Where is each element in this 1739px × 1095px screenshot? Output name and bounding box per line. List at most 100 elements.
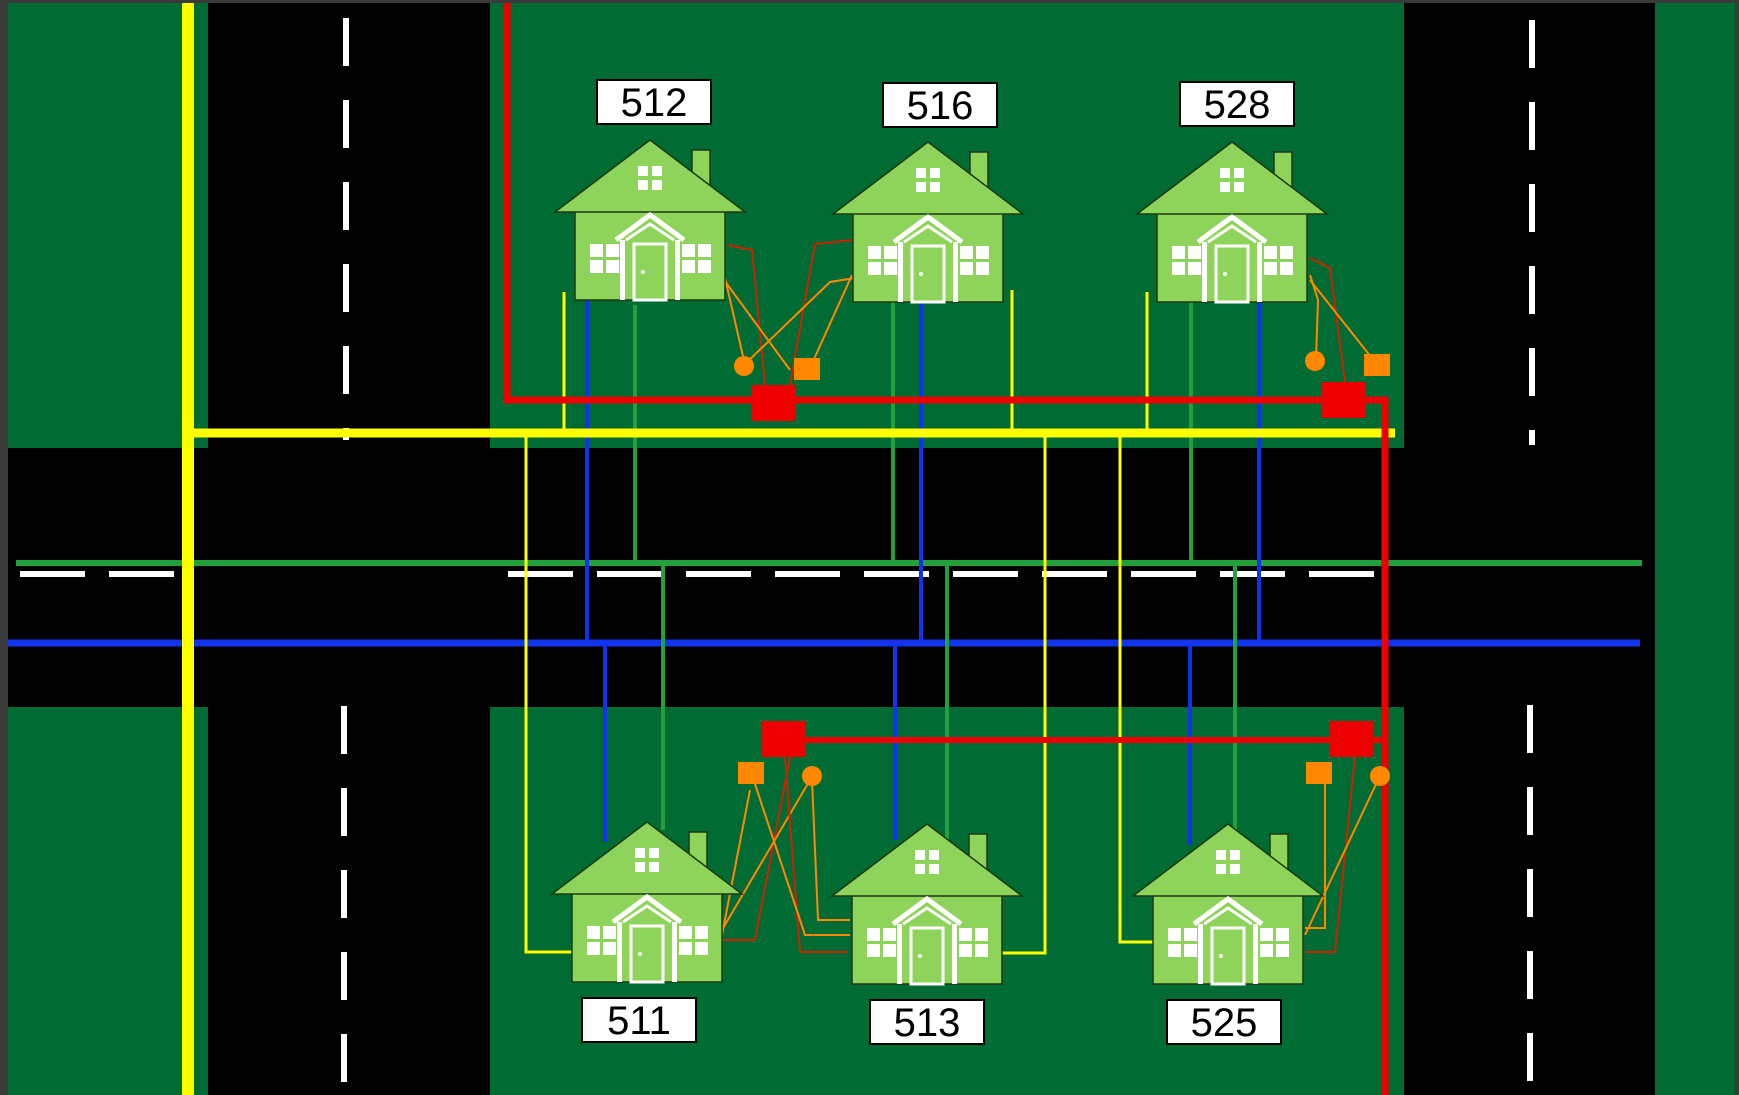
address-label-512: 512 [596, 79, 712, 125]
address-labels: 512 516 528 511 513 525 [581, 79, 1295, 1045]
attic-window-pane [929, 864, 939, 874]
attic-window-pane [638, 180, 648, 190]
address-label-513: 513 [869, 999, 985, 1045]
wire-513-red [784, 756, 848, 953]
window-pane [1188, 246, 1201, 259]
address-label-box [1179, 81, 1295, 127]
porch-gable-inner [903, 224, 953, 244]
wire-516-orange2 [743, 277, 856, 366]
window-pane [698, 260, 711, 273]
red-junction-s1 [762, 721, 806, 757]
door [629, 924, 665, 984]
wire-525-orange [1305, 780, 1326, 929]
window-pane [1276, 944, 1289, 957]
window-pane [1184, 928, 1197, 941]
window-pane [1260, 928, 1273, 941]
porch-post [1198, 924, 1203, 984]
porch-post [897, 924, 902, 984]
porch-post [620, 240, 625, 300]
window-pane [1280, 246, 1293, 259]
window-pane [976, 246, 989, 259]
grass-east [1655, 3, 1735, 1095]
porch-post [1202, 242, 1207, 302]
window-pane [884, 246, 897, 259]
window-pane [587, 926, 600, 939]
porch-post [675, 240, 680, 300]
window-pane [960, 262, 973, 275]
attic-window-pane [916, 168, 926, 178]
address-label-box [1166, 999, 1282, 1045]
attic-window-pane [652, 180, 662, 190]
yellow-drop-511 [524, 434, 580, 954]
wire-511-red [722, 756, 791, 941]
wire-516-red [789, 239, 853, 386]
doorknob [641, 270, 645, 274]
attic-window-pane [1220, 168, 1230, 178]
window-pane [590, 260, 603, 273]
grass-nw [8, 3, 208, 448]
address-label-text: 528 [1204, 83, 1271, 127]
porch-gable [611, 893, 683, 925]
address-label-525: 525 [1166, 999, 1282, 1045]
window-pane [1172, 262, 1185, 275]
attic-window-pane [1234, 182, 1244, 192]
wire-511-orange [721, 789, 751, 936]
window-pane [868, 262, 881, 275]
house-513 [829, 823, 1025, 986]
wire-528-red [1309, 257, 1346, 383]
address-label-text: 511 [607, 999, 671, 1043]
red-junction-s2 [1329, 721, 1373, 757]
window-pane [1184, 944, 1197, 957]
pedestal-round-s1 [802, 766, 822, 786]
address-label-511: 511 [581, 997, 697, 1043]
window-pane [590, 244, 603, 257]
yellow-main-line [182, 3, 1395, 1095]
porch-gable [1192, 895, 1264, 927]
window-pane [587, 942, 600, 955]
porch-post [672, 922, 677, 982]
window-pane [867, 944, 880, 957]
wire-525-red [1305, 756, 1356, 953]
attic-window-pane [649, 862, 659, 872]
wire-513-orange2 [811, 779, 850, 921]
window-pane [975, 928, 988, 941]
window-pane [975, 944, 988, 957]
attic-window-pane [652, 166, 662, 176]
window-pane [682, 260, 695, 273]
doorknob [638, 952, 642, 956]
window-pane [1264, 262, 1277, 275]
porch-post [1253, 924, 1258, 984]
address-label-box [596, 79, 712, 125]
wire-512-red [727, 244, 766, 386]
pedestal-round-n2 [1305, 351, 1325, 371]
door [632, 242, 668, 302]
pedestal-round-n1 [734, 356, 754, 376]
window-pane [959, 928, 972, 941]
wire-516-orange [809, 274, 853, 369]
attic-window-pane [930, 182, 940, 192]
doorknob [1219, 954, 1223, 958]
wire-511-orange2 [721, 779, 811, 931]
attic-window-pane [915, 864, 925, 874]
attic-window-pane [635, 848, 645, 858]
window-pane [1276, 928, 1289, 941]
address-label-516: 516 [882, 82, 998, 128]
attic-window-pane [635, 862, 645, 872]
red-trunk [503, 3, 1389, 1095]
window-pane [679, 942, 692, 955]
pedestal-round-s2 [1370, 766, 1390, 786]
porch-gable [1196, 213, 1268, 245]
attic-window-pane [929, 850, 939, 860]
porch-post [952, 924, 957, 984]
window-pane [698, 244, 711, 257]
red-main-line [503, 3, 1389, 1095]
yellow-drop-525 [1118, 434, 1160, 944]
attic-window-pane [930, 168, 940, 178]
house-511 [549, 821, 745, 984]
address-label-text: 513 [894, 1001, 961, 1045]
porch-post [953, 242, 958, 302]
wire-512-orange2 [723, 279, 791, 371]
doorknob [919, 272, 923, 276]
wire-528-orange2 [1309, 279, 1376, 363]
